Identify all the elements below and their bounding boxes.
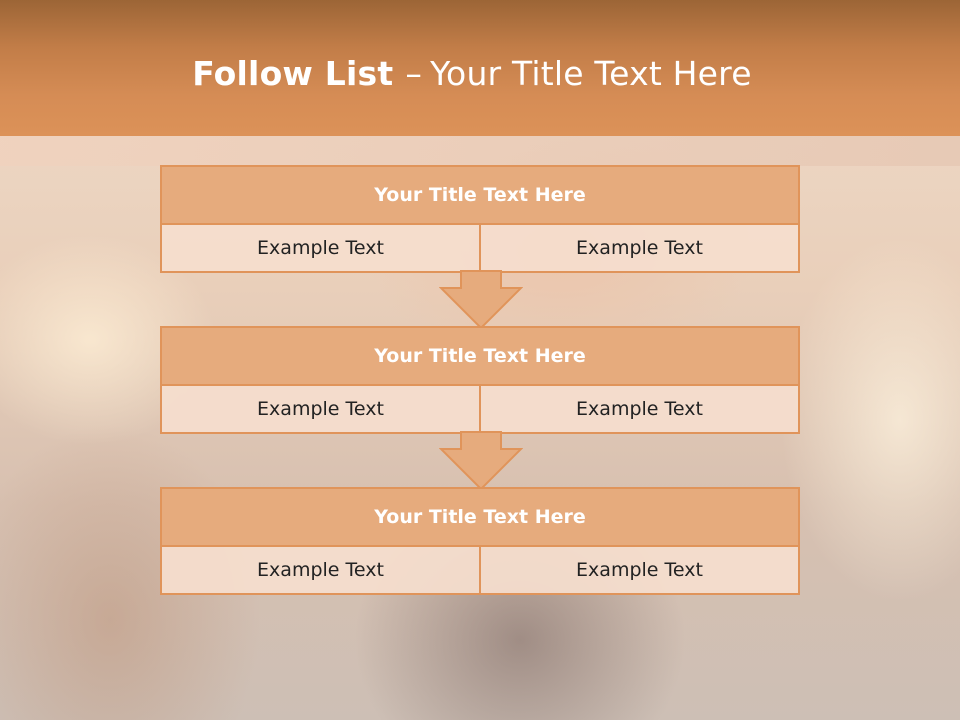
down-arrow-icon [439, 270, 523, 330]
step-block-1: Your Title Text Here Example Text Exampl… [160, 165, 800, 273]
step-block-3: Your Title Text Here Example Text Exampl… [160, 487, 800, 595]
step-title: Your Title Text Here [162, 167, 798, 225]
slide-title-separator: – [405, 54, 423, 93]
step-title: Your Title Text Here [162, 328, 798, 386]
step-cell-left: Example Text [162, 547, 479, 593]
step-cells: Example Text Example Text [162, 547, 798, 593]
step-cell-left: Example Text [162, 225, 479, 271]
step-cells: Example Text Example Text [162, 386, 798, 432]
background-band [0, 136, 960, 166]
step-cell-right: Example Text [479, 225, 798, 271]
slide-title-bold: Follow List [192, 54, 394, 93]
step-cells: Example Text Example Text [162, 225, 798, 271]
down-arrow-icon [439, 431, 523, 491]
step-cell-left: Example Text [162, 386, 479, 432]
slide-title: Follow List–Your Title Text Here [0, 54, 944, 93]
step-block-2: Your Title Text Here Example Text Exampl… [160, 326, 800, 434]
slide-header: Follow List–Your Title Text Here [0, 0, 960, 136]
slide-title-rest: Your Title Text Here [430, 54, 752, 93]
step-title: Your Title Text Here [162, 489, 798, 547]
step-cell-right: Example Text [479, 386, 798, 432]
step-cell-right: Example Text [479, 547, 798, 593]
